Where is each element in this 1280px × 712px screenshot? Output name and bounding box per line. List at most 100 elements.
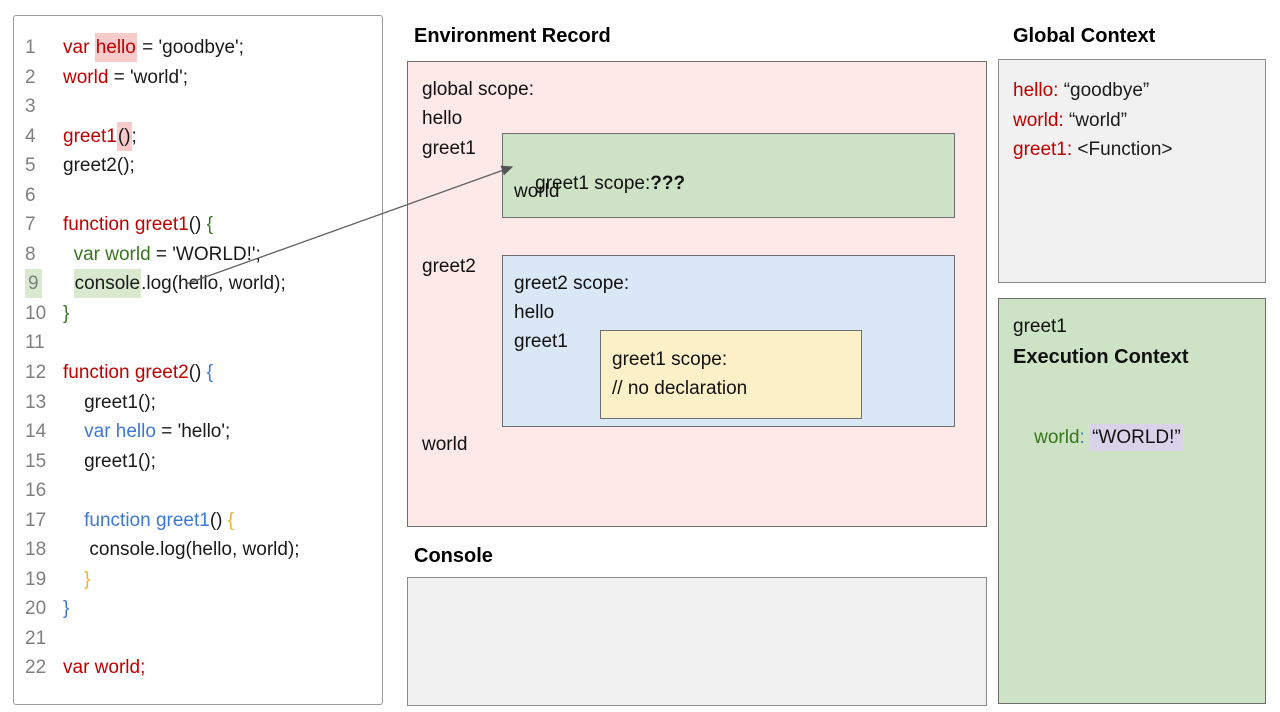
environment-record-title: Environment Record [414, 25, 611, 47]
code-line: 16 [14, 476, 382, 506]
code-line: 22 var world; [14, 653, 382, 683]
global-scope-var-world: world [422, 434, 468, 455]
line-number-text: 3 [25, 96, 36, 118]
inner-greet1-scope-box [600, 330, 862, 419]
greet2-scope-label: greet2 scope: [514, 273, 630, 294]
greet1-scope-label-line: greet1 scope:??? [514, 151, 685, 217]
code-segment: var [63, 37, 95, 58]
code-line: 4 greet1(); [14, 121, 382, 152]
line-number: 3 [25, 92, 63, 122]
line-number-text: 22 [25, 657, 47, 679]
code-line: 6 [14, 181, 382, 211]
line-number-text: 14 [25, 421, 47, 443]
code-line: 1 var hello = 'goodbye'; [14, 33, 382, 63]
code-segment: var world; [63, 657, 146, 679]
code-segment: greet1(); [63, 391, 156, 413]
line-number-text: 11 [25, 332, 45, 354]
code-segment: greet1 [63, 125, 117, 147]
line-number: 7 [25, 210, 63, 240]
code-text: var world; [63, 657, 145, 678]
code-text: function greet1() { [63, 510, 234, 531]
line-number-text: 17 [25, 509, 47, 531]
line-number: 11 [25, 328, 63, 358]
line-number-text: 13 [25, 391, 47, 413]
global-context-entry: greet1: <Function> [1013, 135, 1173, 165]
execution-context-box [998, 298, 1266, 704]
greet2-scope-var-greet1: greet1 [514, 331, 568, 352]
code-line: 13 greet1(); [14, 388, 382, 418]
line-number: 16 [25, 476, 63, 506]
line-number-text: 1 [25, 37, 36, 58]
code-text: function greet2() { [63, 362, 213, 383]
code-text: console.log(hello, world); [63, 269, 286, 299]
line-number: 20 [25, 594, 63, 624]
code-segment: } [63, 302, 70, 324]
code-segment: function greet1 [84, 509, 210, 531]
code-segment: greet2(); [63, 155, 135, 177]
inner-greet1-scope-comment: // no declaration [612, 378, 748, 399]
global-scope-var-greet1: greet1 [422, 138, 476, 159]
code-segment: () [209, 509, 228, 531]
code-segment: { [206, 214, 213, 236]
code-segment [63, 273, 74, 294]
code-segment: () [116, 121, 132, 151]
execution-context-function-name: greet1 [1013, 316, 1067, 337]
code-text: var hello = 'goodbye'; [63, 33, 244, 62]
code-line: 3 [14, 92, 382, 122]
code-line: 19 } [14, 565, 382, 595]
line-number: 10 [25, 299, 63, 329]
execution-context-title: Execution Context [1013, 346, 1189, 368]
line-number-text: 12 [25, 362, 47, 384]
code-line: 21 [14, 624, 382, 654]
code-segment [63, 244, 74, 265]
code-line: 9 console.log(hello, world); [14, 269, 382, 299]
line-number: 6 [25, 181, 63, 211]
code-segment: function greet2 [63, 362, 189, 384]
line-number-text: 4 [25, 125, 36, 147]
line-number-text: 19 [25, 568, 47, 590]
line-number: 22 [25, 653, 63, 683]
code-line: 14 var hello = 'hello'; [14, 417, 382, 447]
code-segment: ; [131, 125, 137, 147]
code-line: 10} [14, 299, 382, 329]
execution-context-entry: world: “WORLD!” [1013, 405, 1183, 471]
global-context-value: “world” [1063, 109, 1128, 131]
code-text: function greet1() { [63, 214, 213, 235]
line-number: 8 [25, 240, 63, 270]
code-text: world = 'world'; [63, 67, 188, 88]
line-number: 15 [25, 447, 63, 477]
global-context-box [998, 59, 1266, 283]
code-segment: = 'world'; [108, 66, 188, 88]
console-title: Console [414, 545, 493, 567]
greet2-scope-var-hello: hello [514, 302, 555, 323]
code-segment: () [188, 362, 207, 384]
line-number: 17 [25, 506, 63, 536]
code-line: 8 var world = 'WORLD!'; [14, 240, 382, 270]
code-text: greet1(); [63, 121, 137, 151]
code-segment: { [227, 509, 235, 531]
greet1-scope-var-world: world [514, 181, 560, 202]
console-output-box [407, 577, 987, 706]
execution-context-value: “WORLD!” [1090, 424, 1183, 451]
code-text: var world = 'WORLD!'; [63, 244, 261, 265]
code-text: var hello = 'hello'; [63, 421, 230, 442]
line-number: 13 [25, 388, 63, 418]
code-line: 17 function greet1() { [14, 506, 382, 536]
code-segment: greet1(); [63, 450, 156, 472]
code-segment: = 'hello'; [155, 421, 231, 443]
greet1-scope-label: greet1 scope: [535, 173, 651, 194]
line-number: 1 [25, 33, 63, 63]
code-segment [63, 569, 84, 590]
code-segment: console.log(hello, world); [63, 539, 300, 561]
code-segment: .log(hello, world); [141, 273, 286, 295]
code-text: greet1(); [63, 451, 156, 472]
code-segment: = 'goodbye'; [136, 37, 244, 58]
global-context-entries: hello: “goodbye”world: “world”greet1: <F… [1013, 76, 1173, 165]
code-text: console.log(hello, world); [63, 539, 300, 561]
code-segment: var world [73, 243, 151, 265]
line-number: 4 [25, 122, 63, 152]
line-number: 5 [25, 151, 63, 181]
